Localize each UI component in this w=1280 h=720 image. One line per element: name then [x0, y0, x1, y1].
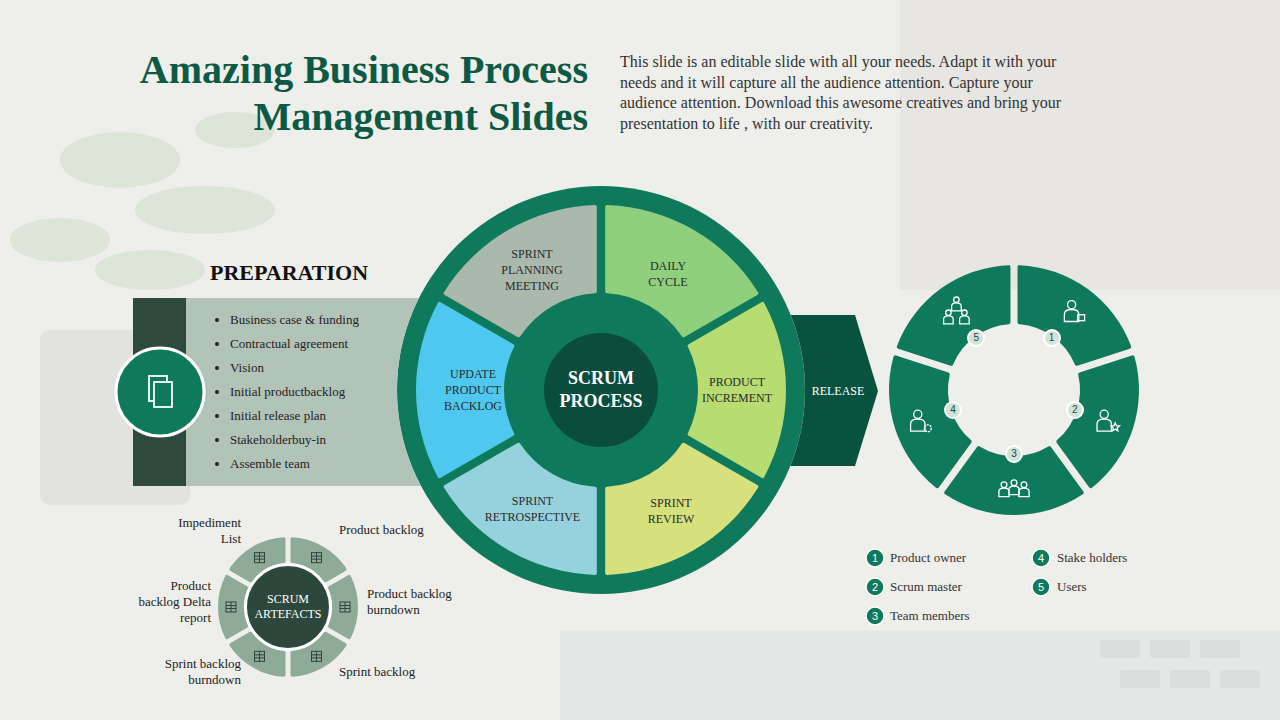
segment-shape [887, 349, 978, 494]
legend-text: Scrum master [890, 578, 962, 596]
process-segment: SPRINT RETROSPECTIVE [438, 436, 604, 577]
callout-number: 3 [866, 608, 884, 624]
callout-number: 1 [866, 550, 884, 566]
hub-label: SCRUM PROCESS [553, 367, 649, 413]
segment-fill [889, 355, 972, 488]
arrow-fill [790, 315, 878, 466]
role-icon [911, 410, 932, 432]
role-icon [999, 480, 1029, 497]
callout-number: 4 [944, 401, 962, 419]
artefact-label: Impediment List [161, 515, 241, 547]
callout-number: 5 [1032, 579, 1050, 595]
role-segment: 5 [893, 263, 1016, 372]
hub-fill [246, 565, 331, 650]
segment-fill [1056, 355, 1139, 488]
role-segment: 4 [887, 349, 978, 494]
callout-number: 1 [1043, 329, 1061, 347]
bullet-list: Business case & fundingContractual agree… [206, 308, 400, 476]
bullet-item: Contractual agreement [230, 332, 400, 356]
icon-disc [116, 348, 204, 436]
bullet-item: Vision [230, 356, 400, 380]
role-icon [1097, 410, 1119, 431]
segment-label: DAILY CYCLE [636, 258, 700, 290]
segment-fill [444, 443, 597, 575]
artefact-icon [255, 651, 265, 661]
artefact-label: Sprint backlog burndown [151, 656, 241, 688]
role-segment: 1 [1012, 263, 1135, 372]
legend-text: Team members [890, 607, 970, 625]
bullet-item: Stakeholderbuy-in [230, 428, 400, 452]
scrum-process-hub: SCRUM PROCESS [544, 333, 658, 447]
artefact-label: Product backlog Delta report [129, 578, 211, 626]
panel-heading: PREPARATION [210, 260, 368, 286]
callout-number: 2 [866, 579, 884, 595]
release-arrow: RELEASE [788, 315, 880, 467]
bullet-item: Assemble team [230, 452, 400, 476]
segment-fill [897, 265, 1011, 366]
slide-description: This slide is an editable slide with all… [620, 52, 1070, 134]
artefact-label: Product backlog burndown [367, 586, 467, 618]
segment-fill [416, 302, 514, 478]
legend-text: Users [1057, 578, 1087, 596]
scrum-wheel-ring [397, 186, 805, 594]
callout-number: 4 [1032, 550, 1050, 566]
segment-fill [688, 302, 786, 478]
arrow-label: RELEASE [812, 383, 865, 399]
hub-fill [544, 333, 658, 447]
artefact-icon [340, 602, 350, 612]
legend-text: Stake holders [1057, 549, 1127, 567]
legend-text: Product owner [890, 549, 966, 567]
artefact-icon [312, 553, 322, 563]
bullet-item: Business case & funding [230, 308, 400, 332]
document-icon [149, 376, 172, 407]
artefact-icon [312, 651, 322, 661]
artefact-label: Product backlog [339, 522, 449, 538]
artefact-segment [218, 575, 248, 639]
process-segment: SPRINT REVIEW [599, 436, 764, 577]
callout-number: 5 [967, 329, 985, 347]
preparation-panel: PREPARATIONBusiness case & fundingContra… [110, 298, 420, 486]
desk-photo [900, 0, 1280, 290]
artefact-label: Sprint backlog [339, 664, 449, 680]
scrum-artefacts-hub: SCRUM ARTEFACTS [244, 563, 332, 651]
keyboard-photo [560, 630, 1280, 720]
segment-label: SPRINT REVIEW [639, 495, 703, 527]
artefacts-wheel [218, 537, 358, 677]
artefact-segment [328, 575, 358, 639]
segment-label: SPRINT PLANNING MEETING [490, 246, 574, 294]
segment-shape [893, 263, 1016, 372]
panel-body [186, 298, 421, 486]
segment-label: PRODUCT INCREMENT [689, 374, 785, 406]
bullet-item: Initial release plan [230, 404, 400, 428]
artefact-icon [255, 553, 265, 563]
role-icon [1064, 301, 1084, 322]
segment-fill [605, 443, 758, 575]
segment-shape [1012, 263, 1135, 372]
slide-title: Amazing Business Process Management Slid… [40, 46, 588, 140]
segment-label: UPDATE PRODUCT BACKLOG [437, 366, 509, 414]
hub-label: SCRUM ARTEFACTS [250, 592, 326, 622]
segment-label: SPRINT RETROSPECTIVE [471, 493, 595, 525]
hub-shape [544, 333, 658, 447]
segment-fill [1018, 265, 1132, 366]
callout-number: 3 [1005, 445, 1023, 463]
bullet-item: Initial productbacklog [230, 380, 400, 404]
callout-number: 2 [1066, 401, 1084, 419]
artefact-icon [226, 602, 236, 612]
legend-badges [866, 549, 1050, 625]
role-icon [944, 297, 970, 324]
